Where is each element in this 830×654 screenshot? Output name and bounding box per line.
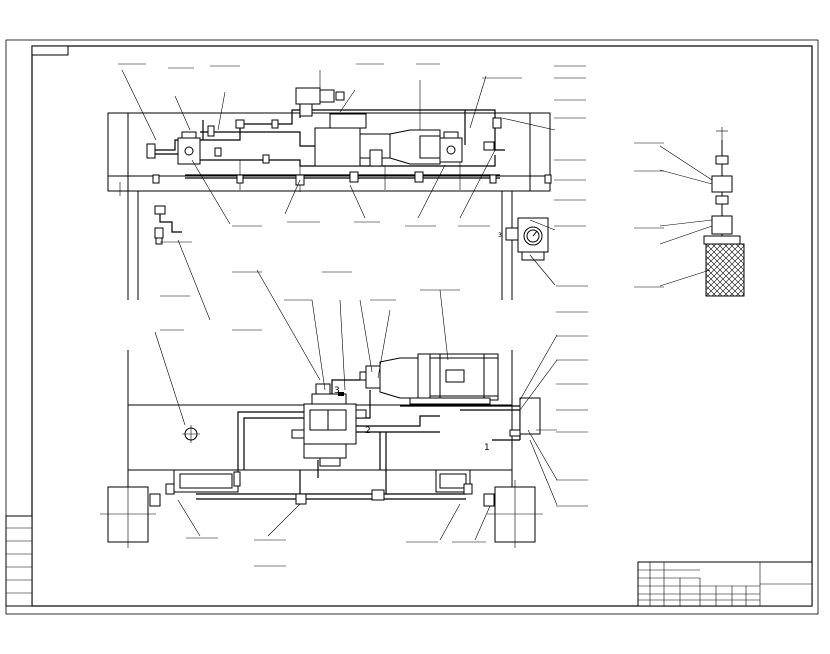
outer-frame <box>5 39 819 615</box>
pressure-gauge: 3 <box>498 217 549 261</box>
callout-top-row <box>118 63 522 79</box>
pump-motor <box>359 353 499 405</box>
port-number-1: 1 <box>484 443 490 453</box>
callout-top-right-column <box>554 65 586 227</box>
lower-piping <box>196 379 521 500</box>
leader-lines <box>121 69 713 541</box>
callout-upper-mid <box>232 221 490 227</box>
callout-filter <box>634 142 664 288</box>
callout-labels <box>118 63 664 567</box>
center-mark <box>182 425 200 443</box>
port-number-2: 2 <box>365 426 371 436</box>
callout-mid-left <box>160 241 192 331</box>
lower-cylinders <box>149 397 541 507</box>
valve-block: 3 2 1 <box>291 383 490 467</box>
machine-outline <box>100 70 551 548</box>
inner-frame <box>31 45 813 607</box>
port-number-3-top: 3 <box>498 232 502 239</box>
callout-bottom <box>186 537 486 567</box>
callout-right-mid-column <box>556 285 588 507</box>
top-valve-cluster <box>146 87 552 245</box>
drawing-tag <box>31 45 69 56</box>
left-strip-table <box>5 515 33 607</box>
port-number-3: 3 <box>334 386 340 396</box>
callout-mid-center <box>232 271 460 331</box>
title-block <box>637 561 813 607</box>
filter-detail <box>703 127 745 297</box>
